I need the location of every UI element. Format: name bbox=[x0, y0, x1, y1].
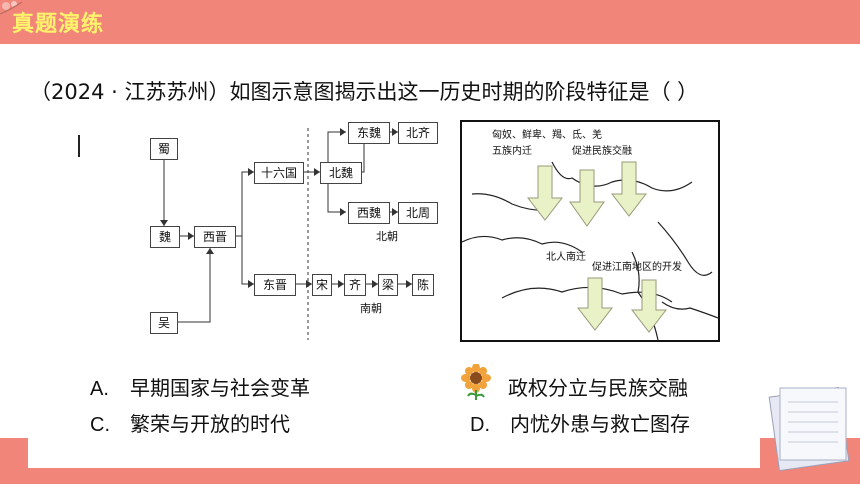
footer-inner-panel bbox=[28, 438, 760, 468]
node-qi: 齐 bbox=[344, 274, 366, 296]
notebook-decoration-icon bbox=[768, 386, 850, 472]
question-text: （2024 · 江苏苏州）如图示意图揭示出这一历史时期的阶段特征是（ ） bbox=[30, 80, 699, 104]
node-beiwei: 北魏 bbox=[320, 162, 362, 184]
map-text-tribes: 匈奴、鲜卑、羯、氐、羌 bbox=[492, 130, 602, 141]
node-wu: 吴 bbox=[150, 312, 178, 334]
plum-blossom-decoration-icon bbox=[0, 1, 23, 15]
node-xiwei: 西魏 bbox=[348, 202, 390, 224]
sunflower-icon bbox=[461, 364, 491, 400]
text-cursor bbox=[78, 135, 80, 157]
node-beiqi: 北齐 bbox=[398, 122, 438, 144]
label-beichao: 北朝 bbox=[376, 230, 398, 243]
node-shiliuguo: 十六国 bbox=[254, 162, 304, 184]
map-text-fusion: 促进民族交融 bbox=[572, 146, 632, 157]
option-d-letter: D. bbox=[470, 414, 490, 436]
option-b[interactable]: 政权分立与民族交融 bbox=[508, 372, 688, 401]
node-wei: 魏 bbox=[150, 226, 180, 248]
option-c-text: 繁荣与开放的时代 bbox=[130, 412, 290, 436]
header-bar bbox=[0, 0, 860, 44]
map-text-south-migration: 北人南迁 bbox=[546, 252, 586, 263]
map-text-jiangnan-development: 促进江南地区的开发 bbox=[592, 262, 682, 273]
option-a-letter: A. bbox=[90, 378, 109, 400]
option-b-text: 政权分立与民族交融 bbox=[508, 376, 688, 400]
node-dongwei: 东魏 bbox=[348, 122, 390, 144]
option-d[interactable]: D. 内忧外患与救亡图存 bbox=[470, 408, 690, 437]
node-shu: 蜀 bbox=[150, 138, 178, 160]
node-liang: 梁 bbox=[378, 274, 398, 296]
option-d-text: 内忧外患与救亡图存 bbox=[510, 412, 690, 436]
map-text-migration: 五族内迁 bbox=[492, 146, 532, 157]
label-nanchao: 南朝 bbox=[360, 302, 382, 315]
option-a[interactable]: A. 早期国家与社会变革 bbox=[90, 372, 310, 401]
section-title: 真题演练 bbox=[12, 11, 105, 37]
node-dongjin: 东晋 bbox=[254, 274, 296, 296]
map-outline bbox=[462, 161, 718, 340]
node-xijin: 西晋 bbox=[194, 226, 236, 248]
option-c[interactable]: C. 繁荣与开放的时代 bbox=[90, 408, 290, 437]
option-a-text: 早期国家与社会变革 bbox=[130, 376, 310, 400]
node-beizhou: 北周 bbox=[398, 202, 438, 224]
migration-map: 匈奴、鲜卑、羯、氐、羌 五族内迁 促进民族交融 北人南迁 促进江南地区的开发 bbox=[460, 120, 720, 342]
option-c-letter: C. bbox=[90, 414, 110, 436]
node-chen: 陈 bbox=[412, 274, 434, 296]
node-song: 宋 bbox=[312, 274, 332, 296]
dynasty-succession-diagram: 蜀 魏 吴 西晋 十六国 北魏 东魏 北齐 西魏 北周 北朝 东晋 宋 齐 梁 … bbox=[150, 122, 440, 340]
